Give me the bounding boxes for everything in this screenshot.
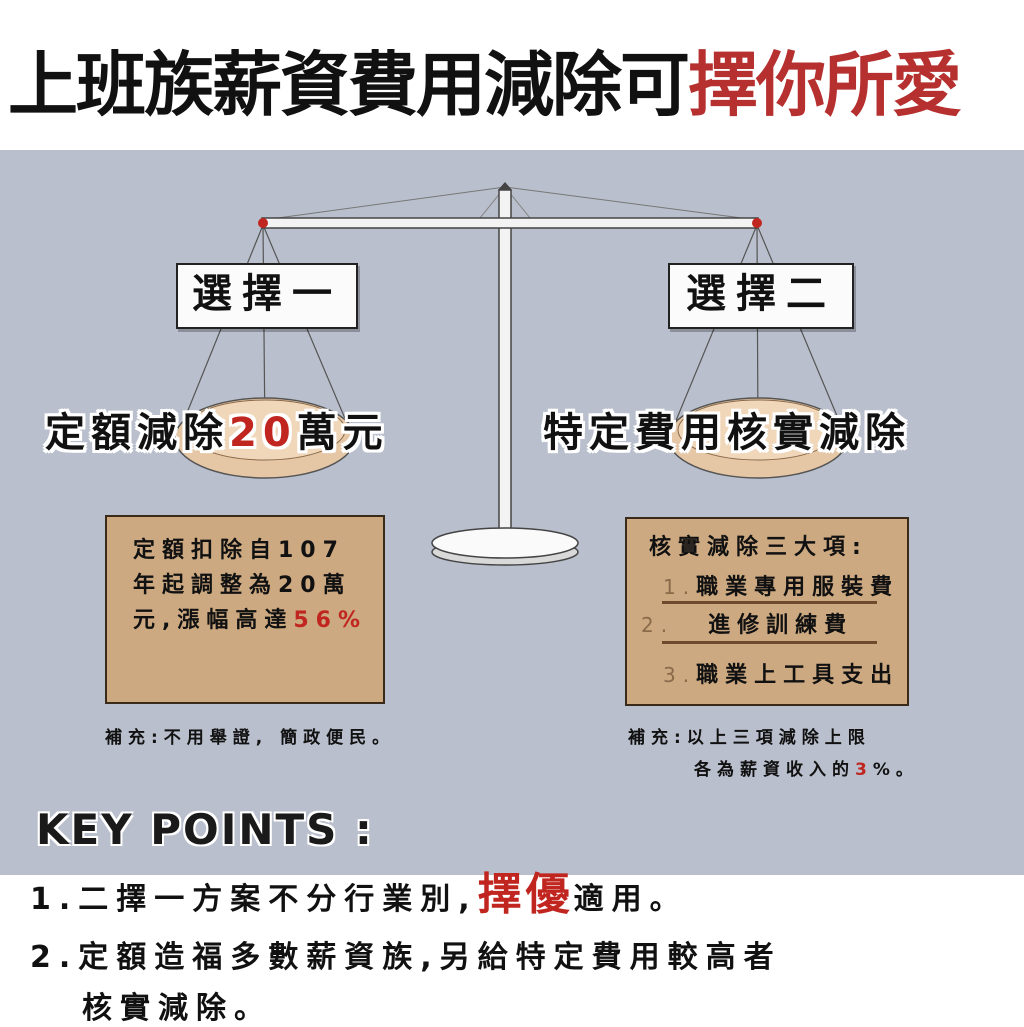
key-point-emphasis: 擇優 [477,869,574,920]
option-one-label: 選擇一 [192,271,342,317]
note-line-2: 年起調整為20萬 [133,573,352,598]
option-one-note: 定額扣除自107 年起調整為20萬 元,漲幅高達56% [105,515,385,704]
note-line-3: 元,漲幅高達56% [133,608,368,633]
title-main: 上班族薪資費用減除可 [8,44,690,126]
option-two-banner: 選擇二 [668,263,854,329]
illustration-panel: 選擇一 選擇二 定額減除20萬元 特定費用核實減除 定額扣除自107 年起調整為… [0,150,1024,875]
growth-percent: 56% [293,608,368,633]
key-point-1: 1.二擇一方案不分行業別,擇優適用。 [30,869,688,920]
item-divider [662,601,877,604]
key-point-2-line1: 2.定額造福多數薪資族,另給特定費用較高者 [30,940,782,975]
key-points-heading: KEY POINTS : [36,805,374,854]
option-two-label: 選擇二 [686,271,836,317]
note-line-1: 定額扣除自107 [133,538,345,563]
title-accent: 擇你所愛 [688,44,962,126]
deduction-item-2: 2.進修訓練費 [641,613,854,638]
option-two-note: 核實減除三大項: 1.職業專用服裝費 2.進修訓練費 3.職業上工具支出 [625,517,909,706]
page-title: 上班族薪資費用減除可擇你所愛 [8,40,962,130]
option-two-supplement-line1: 補充:以上三項減除上限 [628,728,871,748]
deduction-item-3: 3.職業上工具支出 [663,663,900,688]
option-one-banner: 選擇一 [176,263,358,329]
balance-scale-icon [174,182,849,566]
deduction-amount: 20 [229,410,297,456]
item-divider [662,641,877,644]
deduction-item-1: 1.職業專用服裝費 [663,575,900,600]
option-two-supplement-line2: 各為薪資收入的3%。 [694,760,919,780]
option-one-title: 定額減除20萬元 [45,410,389,456]
note-heading: 核實減除三大項: [649,535,868,560]
key-point-2-line2: 核實減除。 [82,991,272,1026]
option-one-supplement: 補充:不用舉證, 簡政便民。 [105,728,396,748]
option-two-title: 特定費用核實減除 [543,410,911,456]
